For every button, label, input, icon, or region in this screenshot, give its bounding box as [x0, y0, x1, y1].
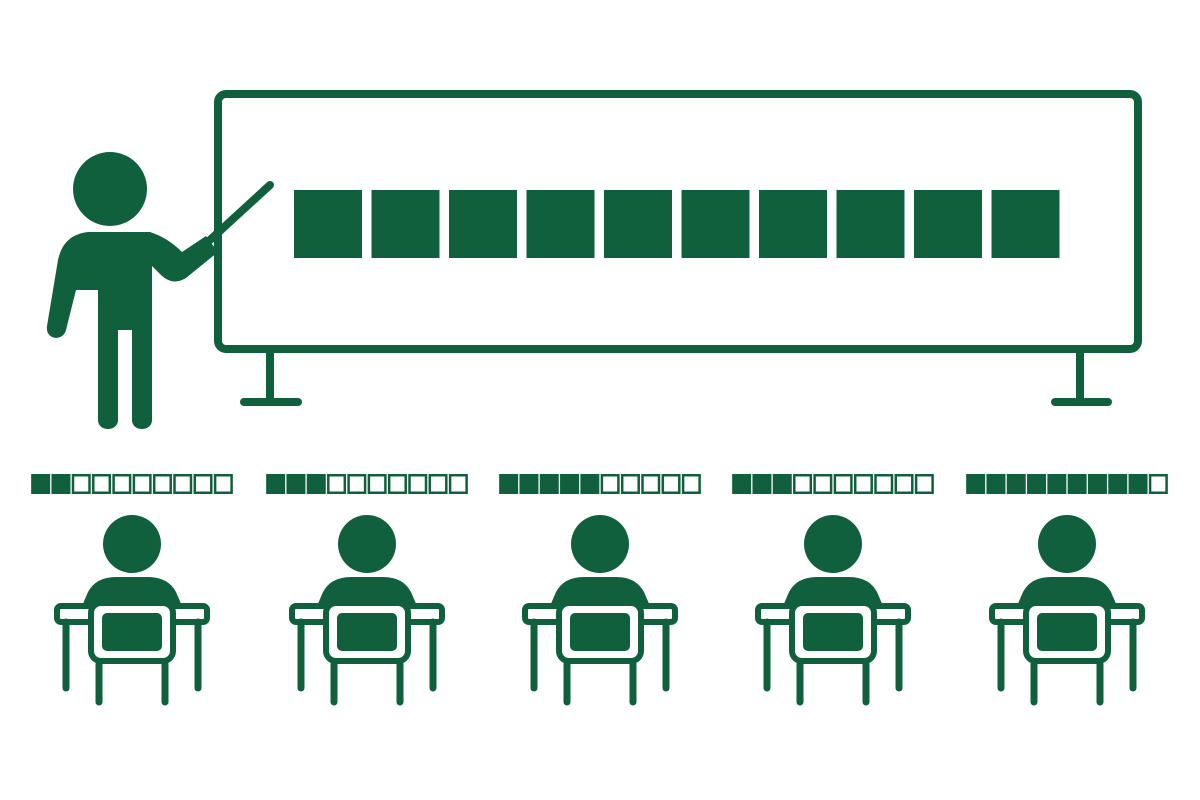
student-progress-segment [448, 474, 468, 494]
student-progress-segment [132, 474, 152, 494]
whiteboard-segment [991, 190, 1060, 258]
students-row [31, 474, 1168, 706]
student-progress-segment [833, 474, 853, 494]
student-progress-bar [499, 474, 701, 494]
student-progress-segment [641, 474, 661, 494]
student-progress-segment [539, 474, 559, 494]
student-progress-segment [853, 474, 873, 494]
student-progress-segment [286, 474, 306, 494]
student-progress-segment [367, 474, 387, 494]
student-progress-segment [966, 474, 986, 494]
student-figure [732, 474, 934, 706]
student-progress-segment [1087, 474, 1107, 494]
whiteboard-segment [371, 190, 440, 258]
student-progress-segment [914, 474, 934, 494]
student-progress-segment [894, 474, 914, 494]
student-progress-segment [874, 474, 894, 494]
student-progress-segment [1128, 474, 1148, 494]
student-progress-segment [681, 474, 701, 494]
teacher-figure [46, 152, 274, 429]
student-progress-segment [193, 474, 213, 494]
student-progress-segment [213, 474, 233, 494]
whiteboard-frame [214, 90, 1142, 353]
student-progress-segment [1027, 474, 1047, 494]
student-progress-segment [772, 474, 792, 494]
student-progress-segment [986, 474, 1006, 494]
student-progress-segment [1148, 474, 1168, 494]
student-progress-segment [793, 474, 813, 494]
student-torso [550, 577, 650, 606]
student-head [338, 515, 396, 573]
whiteboard-segment [294, 190, 362, 258]
student-progress-segment [752, 474, 772, 494]
chair-back-panel [1037, 613, 1097, 651]
teacher-head [73, 152, 147, 226]
student-progress-segment [31, 474, 51, 494]
student-figure [31, 474, 233, 706]
chair-back-panel [803, 613, 863, 651]
chair-back-panel [102, 613, 162, 651]
student-progress-segment [580, 474, 600, 494]
whiteboard-segment [449, 190, 517, 258]
student-head [103, 515, 161, 573]
student-progress-segment [428, 474, 448, 494]
student-figure [499, 474, 701, 706]
student-figure [966, 474, 1168, 706]
student-progress-segment [327, 474, 347, 494]
student-progress-segment [92, 474, 112, 494]
student-progress-segment [600, 474, 620, 494]
student-progress-segment [266, 474, 286, 494]
student-progress-segment [347, 474, 367, 494]
student-progress-segment [112, 474, 132, 494]
student-progress-segment [1108, 474, 1128, 494]
student-progress-segment [51, 474, 71, 494]
student-progress-segment [661, 474, 681, 494]
whiteboard-segment [759, 190, 827, 258]
whiteboard-segment [604, 190, 672, 258]
student-progress-segment [408, 474, 428, 494]
whiteboard-segment [836, 190, 905, 258]
chair-back-panel [570, 613, 630, 651]
teacher-body [46, 232, 218, 429]
student-torso [82, 577, 182, 606]
student-progress-segment [560, 474, 580, 494]
student-progress-segment [519, 474, 539, 494]
student-head [804, 515, 862, 573]
student-progress-segment [620, 474, 640, 494]
student-head [571, 515, 629, 573]
student-progress-bar [31, 474, 233, 494]
student-progress-segment [1067, 474, 1087, 494]
student-progress-segment [152, 474, 172, 494]
student-figure [266, 474, 468, 706]
student-torso [1017, 577, 1117, 606]
student-progress-segment [71, 474, 91, 494]
student-progress-bar [266, 474, 468, 494]
student-progress-segment [306, 474, 326, 494]
student-progress-segment [1006, 474, 1026, 494]
student-progress-bar [732, 474, 934, 494]
whiteboard-progress-bar [294, 190, 1060, 258]
whiteboard-segment [681, 190, 750, 258]
student-torso [783, 577, 883, 606]
whiteboard-segment [526, 190, 595, 258]
student-progress-segment [173, 474, 193, 494]
student-progress-segment [1047, 474, 1067, 494]
student-progress-bar [966, 474, 1168, 494]
student-progress-segment [813, 474, 833, 494]
student-progress-segment [387, 474, 407, 494]
student-progress-segment [732, 474, 752, 494]
whiteboard-segment [914, 190, 982, 258]
student-progress-segment [499, 474, 519, 494]
whiteboard [214, 90, 1142, 406]
student-torso [317, 577, 417, 606]
student-head [1038, 515, 1096, 573]
chair-back-panel [337, 613, 397, 651]
